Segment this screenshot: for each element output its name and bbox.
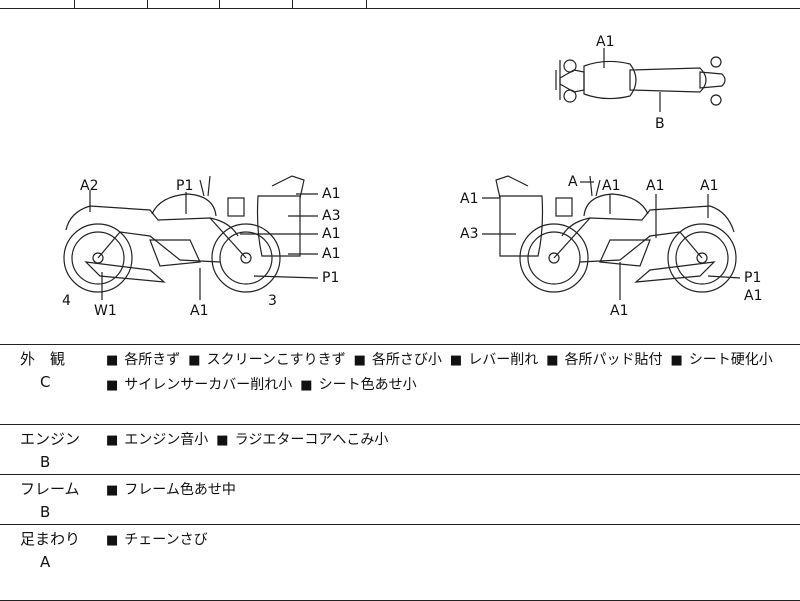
category-label: エンジン [20,430,81,448]
right-view-label: A [568,174,578,190]
remarks-line: ■ 各所きず ■ スクリーンこすりきず ■ 各所さび小 ■ レバー削れ ■ 各所パッド貼付 ■ シート… [106,348,796,373]
right-view-label: A1 [744,288,762,304]
remarks-list: ■ 各所きず ■ スクリーンこすりきず ■ 各所さび小 ■ レバー削れ ■ 各所パッド貼付 ■ シート… [106,348,796,398]
right-view-label: A1 [610,303,628,319]
remarks-line: ■ フレーム色あせ中 [106,478,796,503]
remarks-list: ■ エンジン音小 ■ ラジエターコアへこみ小 [106,428,796,453]
inspection-row: 足まわり A ■ チェーンさび [0,524,800,601]
left-view-label: A3 [322,208,340,224]
grade-value: B [40,453,51,471]
remarks-line: ■ エンジン音小 ■ ラジエターコアへこみ小 [106,428,796,453]
remark-item: 各所パッド貼付 [564,352,663,368]
left-view-label: A2 [80,178,98,194]
header-cell [147,0,220,8]
right-view-label: P1 [744,270,761,286]
category-label: フレーム [20,480,80,498]
right-view-label: A1 [460,191,478,207]
bullet-square-icon: ■ [106,433,119,448]
leader-lines [89,48,741,300]
bullet-square-icon: ■ [188,353,201,368]
header-cell [292,0,367,8]
right-view-label: A3 [460,226,478,242]
remarks-list: ■ チェーンさび [106,528,796,553]
remark-item: シート硬化小 [688,352,773,368]
bullet-square-icon: ■ [300,378,313,393]
inspection-row: エンジン B ■ エンジン音小 ■ ラジエターコアへこみ小 [0,424,800,475]
remark-item: チェーンさび [124,532,208,548]
remark-item: フレーム色あせ中 [124,482,236,498]
remark-item: 各所きず [124,352,181,368]
motorcycle-left-view [63,175,305,293]
header-cell [219,0,293,8]
grade-value: B [40,503,51,521]
top-view-label: B [655,116,665,132]
remark-item: エンジン音小 [124,432,209,448]
left-view-label: W1 [94,303,117,319]
grade-value: C [40,373,51,391]
remark-item: レバー削れ [468,352,539,368]
left-view-label: A1 [322,226,340,242]
bullet-square-icon: ■ [449,353,463,368]
right-view-label: A1 [602,178,620,194]
remark-item: 各所さび小 [371,352,442,368]
top-view-label: A1 [596,34,614,50]
remarks-list: ■ フレーム色あせ中 [106,478,796,503]
left-view-label: 3 [268,293,277,309]
left-view-label: 4 [62,293,71,309]
bullet-square-icon: ■ [106,533,119,548]
header-cell [74,0,148,8]
bullet-square-icon: ■ [216,433,229,448]
right-view-label: A1 [646,178,664,194]
remark-item: サイレンサーカバー削れ小 [124,377,293,393]
inspection-row: 外 観 C ■ 各所きず ■ スクリーンこすりきず ■ 各所さび小 ■ レバー削れ ■ 各所パッド貼付… [0,344,800,425]
left-view-label: A1 [190,303,208,319]
grade-value: A [40,553,51,571]
remarks-line: ■ サイレンサーカバー削れ小 ■ シート色あせ小 [106,373,796,398]
remarks-line: ■ チェーンさび [106,528,796,553]
bullet-square-icon: ■ [106,353,119,368]
bullet-square-icon: ■ [106,378,119,393]
category-label: 足まわり [20,530,81,548]
bullet-square-icon: ■ [546,353,559,368]
bullet-square-icon: ■ [670,353,683,368]
right-view-label: A1 [700,178,718,194]
bullet-square-icon: ■ [353,353,366,368]
remark-item: シート色あせ小 [318,377,417,393]
header-cell [0,0,75,8]
left-view-label: P1 [176,178,193,194]
motorcycle-right-view [495,175,737,293]
category-label: 外 観 [20,350,66,368]
left-view-label: P1 [322,270,339,286]
motorcycle-top-view [555,56,726,106]
inspection-row: フレーム B ■ フレーム色あせ中 [0,474,800,525]
bullet-square-icon: ■ [106,483,119,498]
remark-item: ラジエターコアへこみ小 [234,432,389,448]
header-strip [0,0,800,9]
remark-item: スクリーンこすりきず [206,352,346,368]
left-view-label: A1 [322,246,340,262]
left-view-label: A1 [322,186,340,202]
